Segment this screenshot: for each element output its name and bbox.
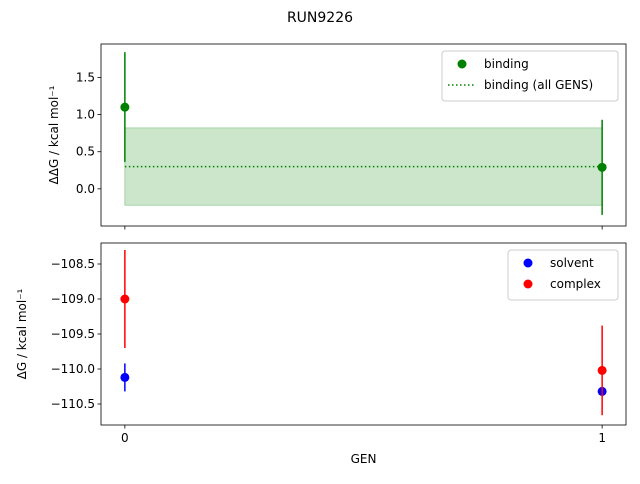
legend-marker — [457, 59, 467, 69]
legend: binding binding (all GENS) — [441, 50, 619, 102]
x-tick-label: 0 — [121, 431, 129, 445]
legend-box — [441, 50, 619, 102]
data-point — [120, 102, 130, 112]
legend-label: binding (all GENS) — [484, 78, 593, 92]
data-point — [597, 162, 607, 172]
confidence-band — [124, 127, 603, 206]
data-point — [120, 294, 130, 304]
data-point — [597, 365, 607, 375]
y-tick-label: 1.5 — [76, 70, 95, 84]
figure-title: RUN9226 — [287, 10, 353, 26]
legend-marker — [523, 258, 533, 268]
legend-box — [507, 249, 619, 301]
y-tick-label: −108.5 — [51, 257, 95, 271]
x-axis-label: GEN — [351, 452, 377, 466]
legend-label: solvent — [550, 256, 594, 270]
y-axis-label: ΔG / kcal mol⁻¹ — [15, 288, 29, 379]
y-axis-label: ΔΔG / kcal mol⁻¹ — [47, 85, 61, 184]
axes-frame — [100, 43, 627, 227]
legend: solvent complex — [507, 249, 619, 301]
data-point — [120, 372, 130, 382]
y-tick-label: −110.5 — [51, 397, 95, 411]
x-tick-label: 1 — [598, 431, 606, 445]
y-tick-label: −110.0 — [51, 362, 95, 376]
y-tick-label: 0.5 — [76, 145, 95, 159]
legend-label: binding — [484, 57, 529, 71]
y-tick-label: 0.0 — [76, 182, 95, 196]
y-tick-label: 1.0 — [76, 108, 95, 122]
y-tick-label: −109.0 — [51, 292, 95, 306]
panel-2: −110.5 −110.0 −109.5 −109.0 −108.5 0 1 ΔG / kca… — [15, 242, 627, 466]
legend-label: complex — [550, 277, 601, 291]
legend-marker — [523, 279, 533, 289]
y-tick-label: −109.5 — [51, 327, 95, 341]
